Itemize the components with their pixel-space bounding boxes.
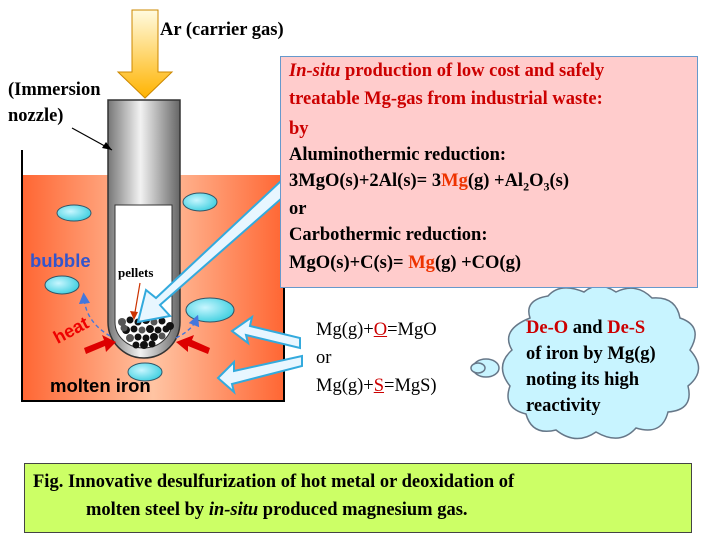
alumino-sub3: 3 [543, 179, 550, 194]
thought-line3: noting its high [526, 370, 640, 390]
alumino-eq-mg: Mg [441, 171, 468, 191]
thought-line2: of iron by Mg(g) [526, 344, 656, 364]
reaction3-sulfur: S [373, 376, 385, 396]
figure-caption: Fig. Innovative desulfurization of hot m… [24, 463, 692, 533]
reaction3-b: =MgS) [384, 376, 437, 396]
reaction1-a: Mg(g)+ [316, 320, 374, 340]
immersion-label-line2: nozzle) [8, 106, 64, 126]
pellet [126, 334, 134, 342]
carbo-eq-part1: MgO(s)+C(s)= [289, 253, 409, 273]
info-title-rest: production of low cost and safely [340, 61, 605, 81]
nozzle-pointer-head [102, 142, 112, 150]
pellet [166, 322, 174, 330]
reaction1-b: =MgO [387, 320, 437, 340]
pellet [120, 324, 128, 332]
immersion-label-line1: (Immersion [8, 80, 101, 100]
pellet [154, 326, 162, 334]
info-alumino-equation: 3MgO(s)+2Al(s)= 3Mg(g) +Al2O3(s) [289, 171, 569, 195]
bubble-escape-arrows [78, 292, 200, 339]
caption-line1: Fig. Innovative desulfurization of hot m… [33, 472, 515, 492]
alumino-eq-part1: 3MgO(s)+2Al(s)= 3 [289, 171, 442, 191]
gas-bubbles [44, 192, 235, 382]
reaction-arrows [216, 314, 303, 395]
heat-arrows [84, 335, 210, 354]
pellet [142, 334, 150, 342]
alumino-eq-part2: (g) +Al [467, 171, 524, 191]
pellet [132, 341, 140, 349]
production-info-box: In-situ production of low cost and safel… [280, 56, 698, 288]
reaction-desulfurization: Mg(g)+S=MgS) [316, 376, 437, 397]
carbo-eq-part2: (g) +CO(g) [434, 253, 521, 273]
reaction-or: or [316, 348, 332, 368]
info-or: or [289, 199, 307, 219]
caption-insitu: in-situ [208, 500, 259, 520]
thought-line4: reactivity [526, 396, 601, 416]
thought-line1: De-O and De-S [526, 318, 645, 339]
ar-carrier-label: Ar (carrier gas) [160, 20, 284, 40]
info-by: by [289, 119, 309, 139]
info-carbo-equation: MgO(s)+C(s)= Mg(g) +CO(g) [289, 253, 521, 274]
ar-arrow [116, 9, 174, 99]
reaction1-oxygen: O [373, 320, 388, 340]
pellets-pile [118, 316, 174, 349]
caption-line2: molten steel by in-situ produced magnesi… [86, 500, 468, 521]
thought-des: De-S [607, 318, 646, 338]
info-title-insitu: In-situ [289, 61, 341, 81]
info-title-line2: treatable Mg-gas from industrial waste: [289, 89, 603, 109]
supply-arrow [136, 178, 292, 324]
caption-line2-a: molten steel by [86, 500, 209, 520]
pellet [146, 325, 154, 333]
pellet [148, 340, 156, 348]
carbo-eq-mg: Mg [408, 253, 435, 273]
molten-iron-label: molten iron [50, 375, 151, 396]
thought-and: and [568, 318, 608, 338]
pellet [158, 332, 166, 340]
pellet [150, 333, 158, 341]
pellet [130, 325, 138, 333]
alumino-end: (s) [549, 171, 569, 191]
info-alumino-heading: Aluminothermic reduction: [289, 145, 507, 165]
reaction3-a: Mg(g)+ [316, 376, 374, 396]
reaction-deoxidation: Mg(g)+O=MgO [316, 320, 437, 341]
pellet [134, 333, 142, 341]
pellet [138, 326, 146, 334]
pellets-pointer-head [130, 311, 138, 320]
caption-line2-b: produced magnesium gas. [258, 500, 468, 520]
thought-deo: De-O [526, 318, 569, 338]
pellet [118, 318, 126, 326]
alumino-sub2: 2 [523, 179, 530, 194]
pellets-label: pellets [118, 265, 154, 280]
pellet [126, 316, 134, 324]
pellet [158, 317, 166, 325]
bubble-label: bubble [30, 250, 91, 271]
alumino-o: O [529, 171, 544, 191]
pellet [140, 341, 148, 349]
info-carbo-heading: Carbothermic reduction: [289, 225, 488, 245]
info-title-line1: In-situ production of low cost and safel… [289, 61, 604, 82]
